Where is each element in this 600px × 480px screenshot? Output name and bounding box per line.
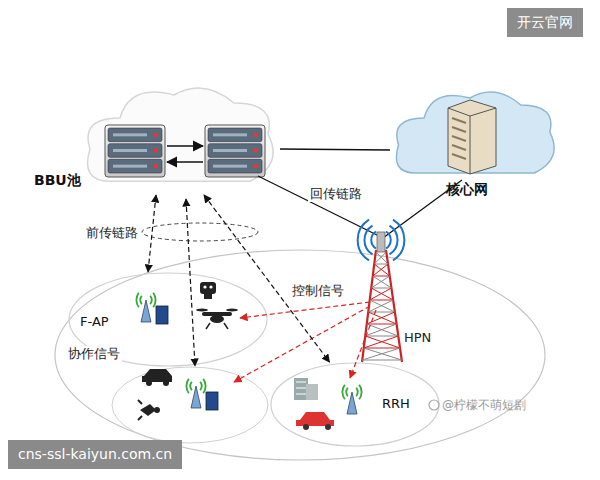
connector [148, 195, 156, 272]
node-label: 核心网 [446, 181, 488, 198]
node-label: F-AP [80, 314, 109, 330]
signal-label: 控制信号 [290, 283, 346, 299]
watermark: @柠檬不萌短剧 [442, 398, 526, 412]
connector [280, 149, 390, 150]
link-label: 前传链路 [84, 225, 140, 241]
node-label: BBU池 [34, 172, 81, 189]
signal-label: 协作信号 [66, 346, 122, 362]
tower-label: HPN [404, 330, 431, 346]
connector [204, 195, 330, 362]
watermark: cns-ssl-kaiyun.com.cn [8, 440, 182, 469]
link-label: 回传链路 [308, 186, 364, 202]
watermark: 开云官网 [507, 8, 583, 37]
node-label: RRH [382, 396, 410, 412]
